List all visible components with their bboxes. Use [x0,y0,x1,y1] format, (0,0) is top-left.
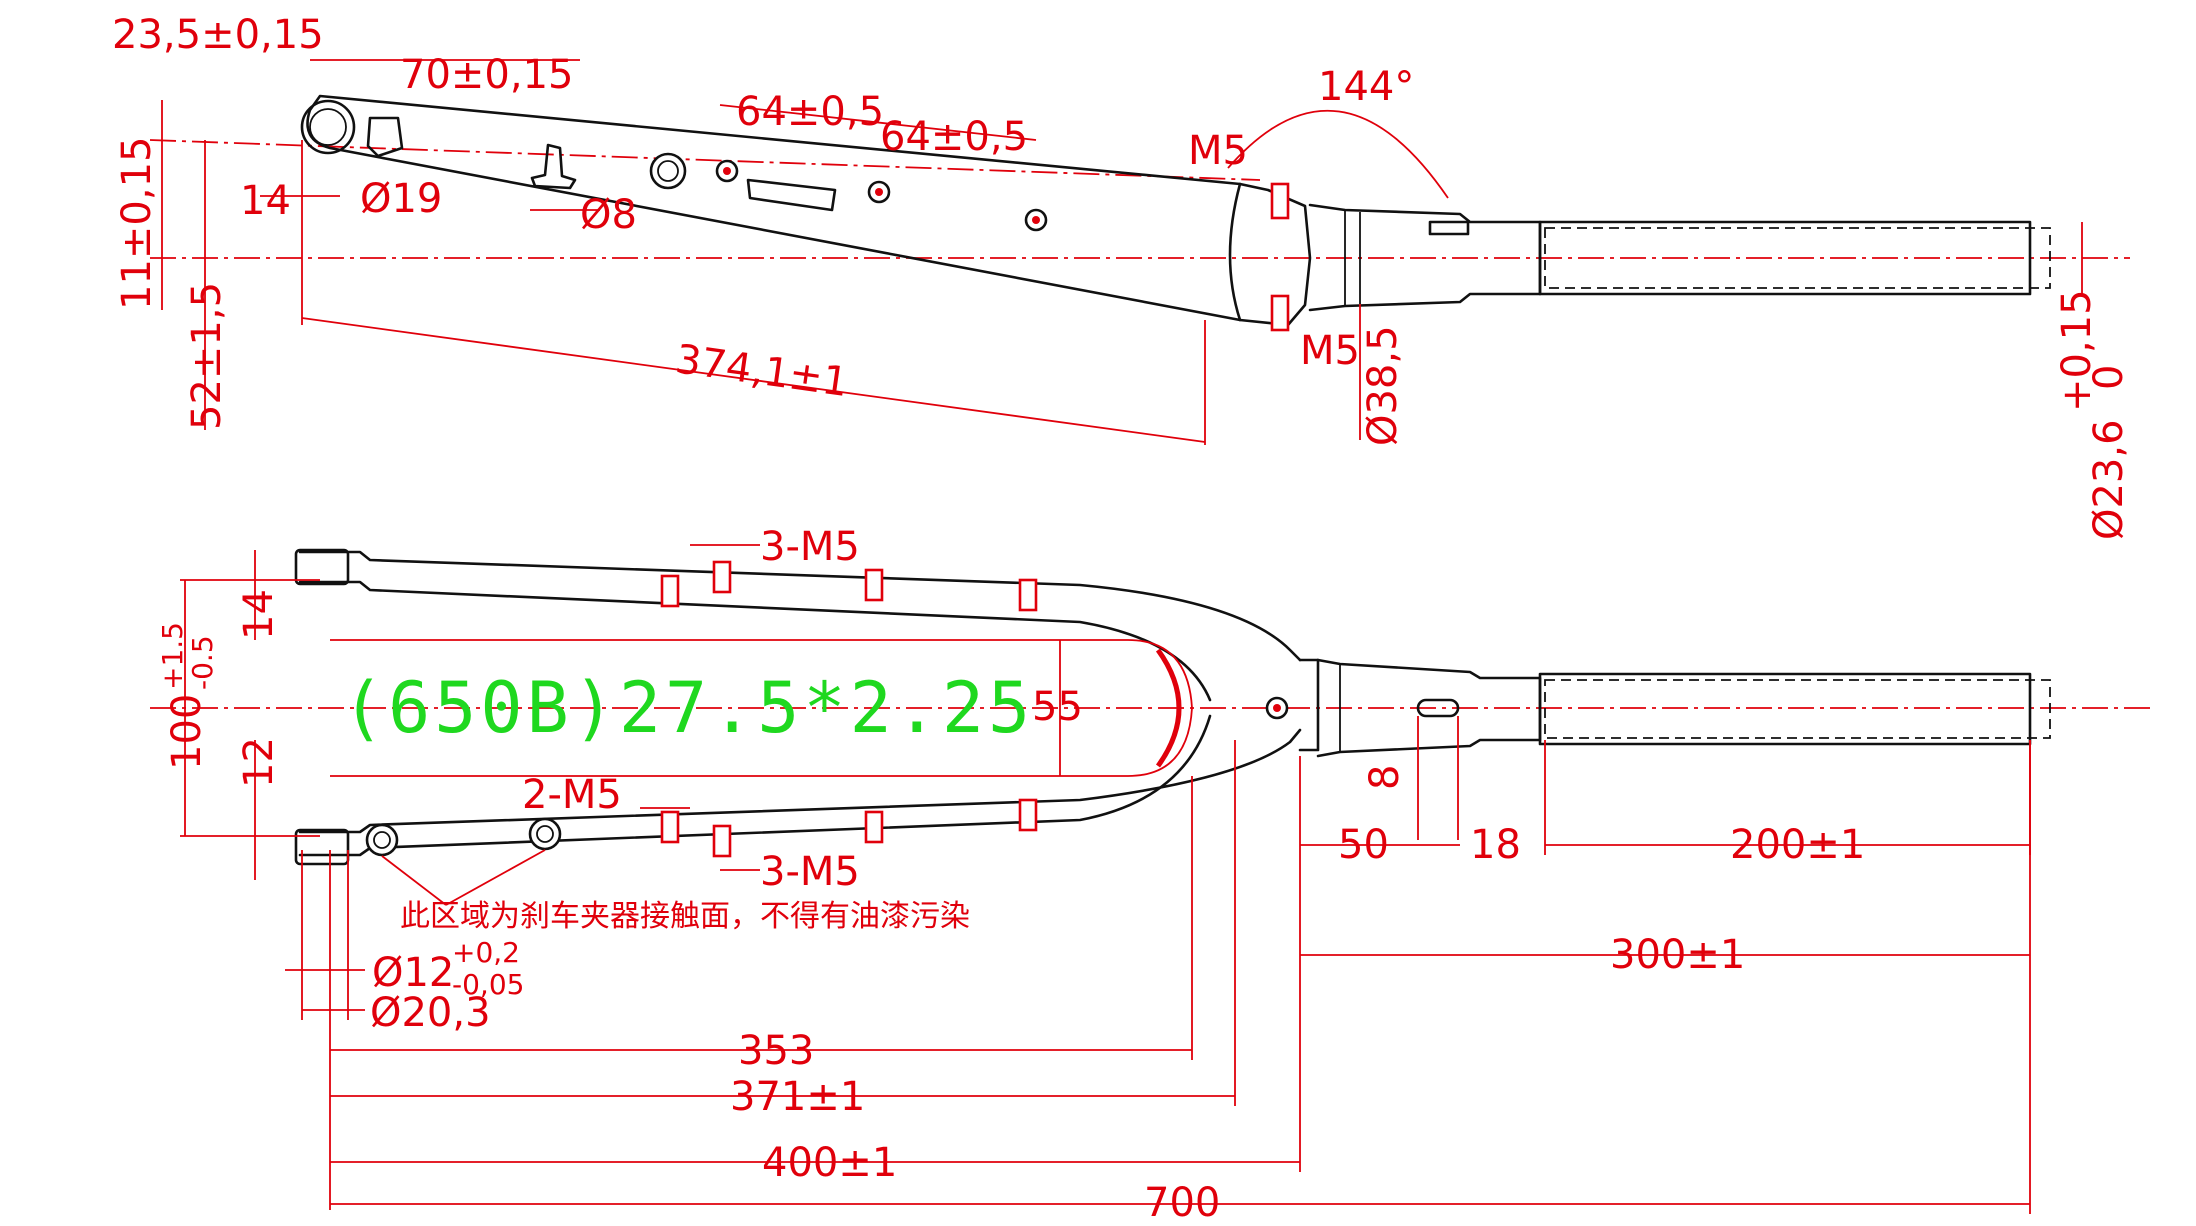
dim-steerer-length: 300±1 [1610,932,1745,978]
bolt-hole-1 [649,152,687,190]
bolt-hole-4-center [1032,216,1040,224]
crown-bolt-center [1273,704,1281,712]
dim-to-arch-outer: 371±1 [730,1074,865,1120]
dim-steerer-section: 200±1 [1730,822,1865,868]
brake-surface-note: 此区域为刹车夹器接触面，不得有油漆污染 [400,899,970,934]
front-view: (650B)27.5*2.25 55 3-M5 2-M5 3-M5 14 100… [150,524,2150,1226]
dropout-axle [300,99,356,155]
dim-hub-tol-minus: -0.5 [186,635,219,690]
dim-overall: 700 [1144,1180,1220,1226]
dropout-axle-inner [309,108,347,146]
bolt-hole-2-center [723,167,731,175]
steerer-slot-front [1416,698,1460,718]
thread-marker-l2 [712,824,732,858]
thread-marker-l3 [864,810,884,844]
dim-thread-top: M5 [1188,128,1248,174]
dim-tab-width: 14 [240,178,291,224]
side-dimensions: 23,5±0,15 70±0,15 64±0,5 64±0,5 144° M5 … [112,12,2132,540]
side-view: 23,5±0,15 70±0,15 64±0,5 64±0,5 144° M5 … [112,12,2132,540]
side-leg-centerline [149,139,1261,181]
dim-steerer-tol: +0,15 [2054,289,2100,412]
dim-rake: 52±1,5 [184,282,230,430]
fork-blade-outline [306,94,1312,327]
crown-curve [1228,182,1242,322]
dim-steerer-tol-low: 0 [2086,365,2132,390]
dim-hole-spacing-1: 70±0,15 [400,52,573,98]
dim-dropout-tab: 14 [236,589,282,640]
dim-axle-diameter: Ø19 [360,176,442,222]
dim-lower-threads-a: 2-M5 [522,772,622,818]
steerer-slot [1428,220,1470,236]
brake-mount-2 [528,817,562,851]
tire-size-label: (650B)27.5*2.25 [342,667,1034,749]
steerer-inner [1544,227,2051,289]
dim-axle-tol-minus: -0,05 [452,968,524,1001]
angle-arc [1227,109,1449,199]
dim-dropout-offset: 23,5±0,15 [112,12,324,58]
dim-hole-spacing-3: 64±0,5 [880,114,1028,160]
note-leader-2 [445,849,546,906]
dim-hub-tol-plus: +1.5 [156,622,189,690]
dropout-tab [366,116,404,158]
thread-marker-u3 [864,568,884,602]
dim-hole-spacing-2: 64±0,5 [736,89,884,135]
brake-mount-1-inner [373,831,391,849]
dim-angle: 144° [1318,64,1414,110]
mount-boss [530,143,577,190]
dim-dropout-outer: Ø20,3 [370,990,491,1036]
cable-port [746,178,837,212]
dim-steerer-diameter: Ø23,6 [2086,419,2132,540]
brake-mount-2-inner [536,825,554,843]
dim-lower-threads-b: 3-M5 [760,849,860,895]
steerer-inner-front [1544,679,2051,739]
dim-to-arch-inner: 353 [738,1028,814,1074]
thread-marker-l4 [1018,798,1038,832]
dim-axle-to-crown: 374,1±1 [673,336,851,406]
dim-clearance: 55 [1032,684,1083,730]
dim-axle-tol-plus: +0,2 [452,936,520,969]
front-dimensions: 3-M5 2-M5 3-M5 14 100 +1.5 -0.5 12 8 50 … [156,524,2031,1226]
thread-marker-bottom [1270,294,1290,332]
dim-line-374 [301,317,1206,443]
lower-leg-inner [298,714,1212,857]
note-leader-1 [381,855,447,906]
dim-crown-len: 50 [1338,822,1389,868]
dim-dropout-height: 11±0,15 [114,137,160,310]
dim-hub-spacing: 100 [164,694,210,770]
tire-envelope [330,639,1193,777]
thread-marker-u1 [660,574,680,608]
steerer-tube-front [1538,672,2032,746]
dim-slot-width: 8 [1362,765,1408,790]
dim-hole-diameter: Ø8 [580,192,637,238]
upper-leg-outer [298,550,1302,662]
thread-marker-top [1270,182,1290,220]
brake-mount-1 [365,823,399,857]
dim-axle-to-crown-front: 400±1 [762,1140,897,1186]
dim-thread-bottom: M5 [1300,328,1360,374]
upper-dropout [294,548,350,586]
dim-dropout-width: 12 [236,737,282,788]
thread-marker-u4 [1018,578,1038,612]
dim-upper-threads: 3-M5 [760,524,860,570]
dim-crown-diameter: Ø38,5 [1360,325,1406,446]
bolt-hole-3-center [875,188,883,196]
steerer-tube [1538,220,2032,296]
dim-slot-len: 18 [1470,822,1521,868]
bolt-hole-1-inner [657,160,679,182]
dim-axle-bore: Ø12 [372,950,454,996]
thread-marker-l1 [660,810,680,844]
lower-dropout [294,828,350,866]
lower-leg-outer [298,728,1302,834]
crown-body [1298,658,1320,752]
thread-marker-u2 [712,560,732,594]
tire-arc [1155,648,1182,768]
